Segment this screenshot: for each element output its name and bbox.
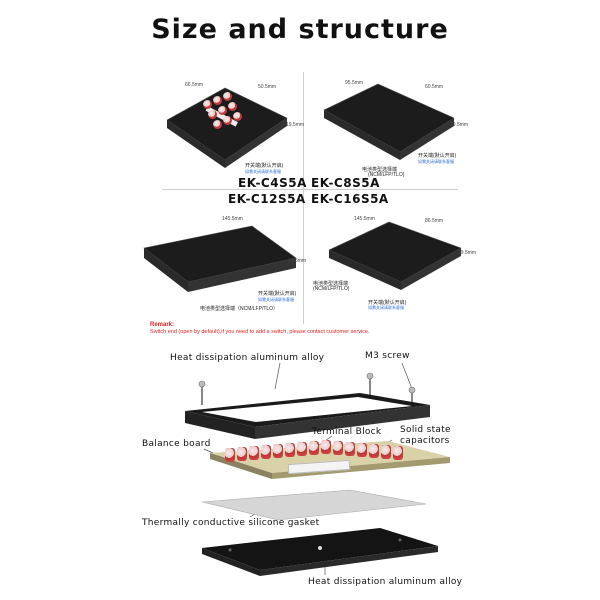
- silicone-gasket: [200, 488, 430, 524]
- dim-c8s5a-width: 95.5mm: [345, 80, 364, 86]
- dim-c4s5a-height: 19.5mm: [286, 122, 305, 128]
- battery-select-c16s5a-line2: (NCM/LFP/TLO): [313, 286, 350, 292]
- model-label-c4s5a: EK-C4S5A: [238, 176, 307, 190]
- battery-select-c16s5a-line1: 电池类型选择端: [313, 281, 349, 287]
- gasket-graphic: [201, 489, 427, 521]
- model-label-c8s5a: EK-C8S5A: [311, 176, 380, 190]
- product-image-c16s5a: [325, 214, 465, 314]
- product-image-c12s5a: [140, 218, 300, 314]
- dim-c16s5a-width: 145.5mm: [354, 216, 375, 222]
- dim-c12s5a-height: 19.5mm: [288, 258, 307, 264]
- dim-c16s5a-height: 19.5mm: [458, 250, 477, 256]
- switch-label-c12s5a: 开关端(默认开启): [258, 291, 297, 297]
- remark-text: Switch end (open by default),if you need…: [150, 329, 370, 335]
- label-m3-screw: M3 screw: [365, 351, 410, 361]
- model-label-c16s5a: EK-C16S5A: [311, 192, 389, 206]
- switch-note-c12s5a: 如需关闭请联系客服: [258, 297, 294, 302]
- switch-note-c16s5a: 如需关闭请联系客服: [368, 305, 404, 310]
- battery-select-c8s5a-line1: 电池类型选择端: [362, 167, 398, 173]
- dim-c12s5a-width: 145.5mm: [222, 216, 243, 222]
- dim-c4s5a-width: 66.5mm: [185, 82, 204, 88]
- page-title: Size and structure: [151, 14, 449, 45]
- dim-c8s5a-length: 60.5mm: [425, 84, 444, 90]
- remark-title: Remark:: [150, 322, 175, 328]
- label-terminal-block: Terminal Block: [312, 427, 382, 437]
- switch-note-c4s5a: 如需关闭请联系客服: [245, 169, 281, 174]
- switch-note-c8s5a: 如需关闭请联系客服: [418, 159, 454, 164]
- label-bottom-alloy: Heat dissipation aluminum alloy: [308, 577, 463, 587]
- label-capacitors-line2: capacitors: [400, 436, 450, 446]
- grid-separator-vertical: [303, 72, 304, 324]
- switch-label-c4s5a: 开关端(默认开启): [245, 163, 284, 169]
- battery-select-c8s5a-line2: (NCM/LFP/TLO): [368, 172, 405, 178]
- capacitor-array: [225, 440, 415, 476]
- product-image-c4s5a: [155, 78, 290, 178]
- label-top-alloy: Heat dissipation aluminum alloy: [170, 353, 325, 363]
- dim-c16s5a-length: 86.5mm: [425, 218, 444, 224]
- bottom-plate: [200, 526, 440, 582]
- label-balance-board: Balance board: [142, 439, 211, 449]
- board-c12s5a-graphic: [143, 225, 297, 292]
- product-image-c8s5a: [318, 80, 458, 170]
- bottom-plate-graphic: [202, 528, 438, 576]
- grid-separator-horizontal: [162, 189, 458, 190]
- battery-select-c12s5a: 电池类型选择端（NCM/LFP/TLO）: [200, 306, 279, 312]
- switch-label-c16s5a: 开关端(默认开启): [368, 300, 407, 306]
- dim-c4s5a-length: 50.5mm: [258, 84, 277, 90]
- board-c8s5a-graphic: [323, 83, 455, 160]
- label-capacitors-line1: Solid state: [400, 425, 451, 435]
- board-c16s5a-graphic: [328, 221, 462, 290]
- model-label-c12s5a: EK-C12S5A: [228, 192, 306, 206]
- dim-c8s5a-height: 19.5mm: [450, 122, 469, 128]
- label-silicone-gasket: Thermally conductive silicone gasket: [142, 518, 320, 528]
- switch-label-c8s5a: 开关端(默认开启): [418, 153, 457, 159]
